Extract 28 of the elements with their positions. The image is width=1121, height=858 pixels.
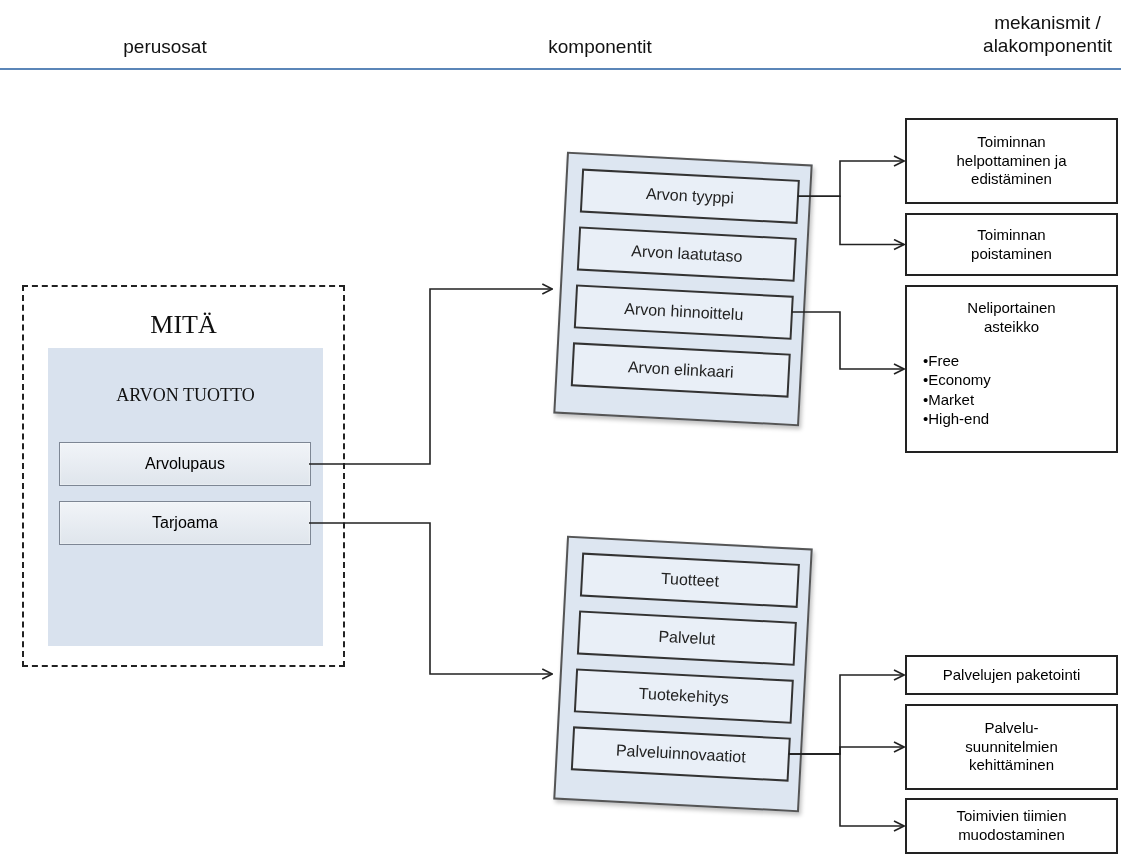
group-title: MITÄ: [150, 309, 217, 341]
bullet-item: •High-end: [923, 409, 990, 429]
panel-title: ARVON TUOTTO: [116, 384, 255, 407]
bullet-item: •Economy: [923, 370, 991, 390]
component-box: Palvelut: [576, 610, 797, 666]
element-bar: Tarjoama: [59, 501, 311, 545]
bullet-item: •Free: [923, 350, 960, 370]
component-box: Arvon elinkaari: [570, 342, 791, 398]
mechanism-box: Toimivien tiimien muodostaminen: [905, 798, 1118, 854]
component-box: Palveluinnovaatiot: [570, 726, 791, 782]
column-heading: perusosat: [122, 36, 208, 59]
component-box: Arvon hinnoittelu: [573, 284, 794, 340]
box-heading: Neliportainen asteikko: [966, 299, 1057, 337]
component-box: Tuotteet: [579, 552, 800, 608]
shaded-panel: [48, 348, 323, 646]
dashed-group-box: [22, 285, 345, 667]
component-box: Tuotekehitys: [573, 668, 794, 724]
column-heading: mekanismit / alakomponentit: [982, 12, 1113, 58]
mechanism-box: Toiminnan helpottaminen ja edistäminen: [905, 118, 1118, 204]
mechanism-box: Palvelu- suunnitelmien kehittäminen: [905, 704, 1118, 790]
component-box: Arvon tyyppi: [579, 168, 800, 224]
mechanism-box: Palvelujen paketointi: [905, 655, 1118, 695]
mechanism-box: [905, 285, 1118, 453]
component-box: Arvon laatutaso: [576, 226, 797, 282]
element-bar: Arvolupaus: [59, 442, 311, 486]
bullet-item: •Market: [923, 389, 975, 409]
mechanism-box: Toiminnan poistaminen: [905, 213, 1118, 276]
column-heading: komponentit: [547, 36, 653, 59]
